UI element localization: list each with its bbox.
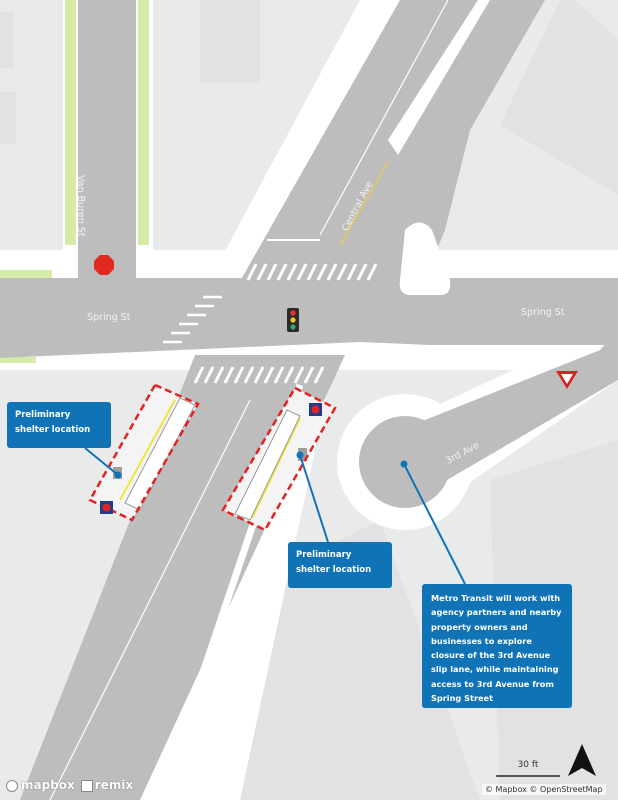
- callout-point: [400, 460, 408, 468]
- callout-slip-lane: Metro Transit will work with agency part…: [422, 584, 572, 708]
- stop-sign-icon: [94, 255, 114, 275]
- street-label-spring-st-west: Spring St: [87, 312, 131, 323]
- green-strip: [0, 357, 36, 363]
- building: [0, 92, 16, 144]
- mapbox-logo-icon: [6, 779, 18, 792]
- traffic-light-icon: [287, 308, 299, 332]
- traffic-island: [399, 222, 451, 295]
- building: [500, 0, 618, 195]
- mapbox-logo[interactable]: mapbox: [6, 778, 75, 792]
- third-ave-road: [400, 330, 618, 490]
- green-strip: [138, 0, 149, 245]
- shelter-highlight: [221, 386, 337, 532]
- building: [0, 12, 14, 68]
- crosswalk-north: [246, 263, 378, 281]
- bus-stop-east: [221, 386, 337, 532]
- shelter-highlight: [88, 383, 200, 522]
- attribution-logos: mapbox remix: [6, 778, 133, 792]
- remix-logo-icon: [80, 779, 93, 792]
- central-road: [235, 0, 545, 290]
- callout-shelter-east: Preliminary shelter location: [288, 542, 392, 588]
- callout-leaders: [84, 447, 466, 585]
- bus: [124, 397, 196, 511]
- callout-point: [114, 471, 122, 479]
- north-arrow-icon: [568, 744, 596, 776]
- scale-bar: [496, 775, 560, 777]
- street-label-van-buren-st: Van Buren St: [75, 175, 86, 237]
- street-label-spring-st-east: Spring St: [521, 307, 565, 318]
- callout-point: [296, 451, 304, 459]
- remix-logo-text: remix: [94, 778, 134, 792]
- lane-markings: [49, 0, 449, 800]
- callout-shelter-west: Preliminary shelter location: [7, 402, 111, 448]
- median: [388, 0, 490, 155]
- center-line: [339, 161, 389, 246]
- building: [200, 0, 260, 82]
- remix-logo[interactable]: remix: [80, 778, 134, 792]
- scale-label: 30 ft: [517, 760, 539, 770]
- yield-sign-inner: [561, 374, 573, 384]
- crosswalk-west: [163, 295, 222, 344]
- spring-road: [0, 278, 618, 358]
- bus: [234, 409, 301, 521]
- mapbox-logo-text: mapbox: [21, 778, 75, 792]
- green-strip: [0, 270, 52, 279]
- crosswalk-south: [193, 366, 325, 384]
- van-buren-road: [78, 0, 136, 290]
- copyright[interactable]: © Mapbox © OpenStreetMap: [482, 784, 606, 795]
- green-strip: [65, 0, 76, 245]
